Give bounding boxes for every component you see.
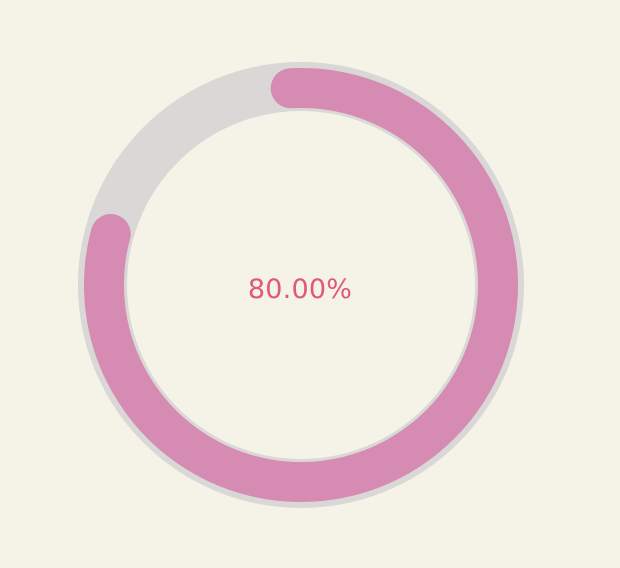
- ring-inner-background: [123, 107, 479, 463]
- progress-percentage: 80.00%: [247, 274, 353, 305]
- ring-progress-arc: [84, 68, 518, 502]
